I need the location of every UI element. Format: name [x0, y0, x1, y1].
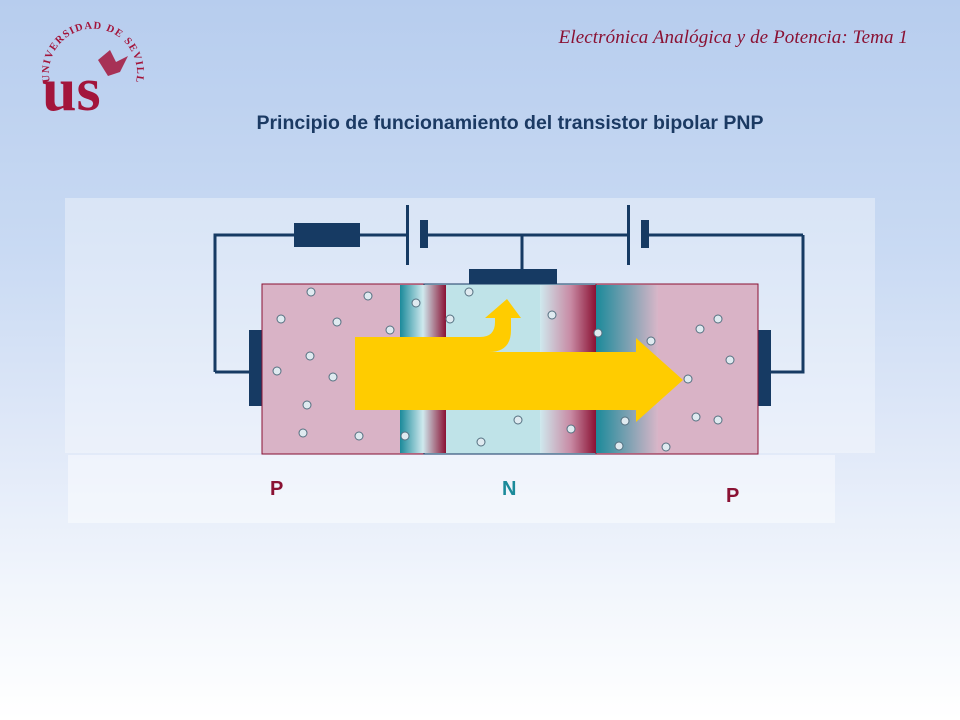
collector-contact: [758, 330, 771, 406]
region-label-emitter: P: [270, 478, 284, 500]
logo-mark: us: [42, 56, 101, 120]
charge-carriers: [272, 287, 735, 452]
emitter-contact: [249, 330, 262, 406]
region-label-base: N: [502, 478, 517, 500]
slide-title: Principio de funcionamiento del transist…: [256, 112, 764, 134]
region-label-collector: P: [726, 485, 740, 507]
resistor-icon: [294, 223, 360, 247]
battery-icon-right: [627, 205, 649, 265]
background-band-bottom: [68, 455, 835, 523]
university-logo: UNIVERSIDAD DE SEVILLA us: [38, 20, 144, 120]
circuit-wires: [213, 233, 805, 374]
battery-icon-left: [406, 205, 428, 265]
current-flow-arrow: [355, 299, 683, 422]
base-contact: [469, 269, 557, 286]
course-title: Electrónica Analógica y de Potencia: Tem…: [558, 27, 908, 48]
